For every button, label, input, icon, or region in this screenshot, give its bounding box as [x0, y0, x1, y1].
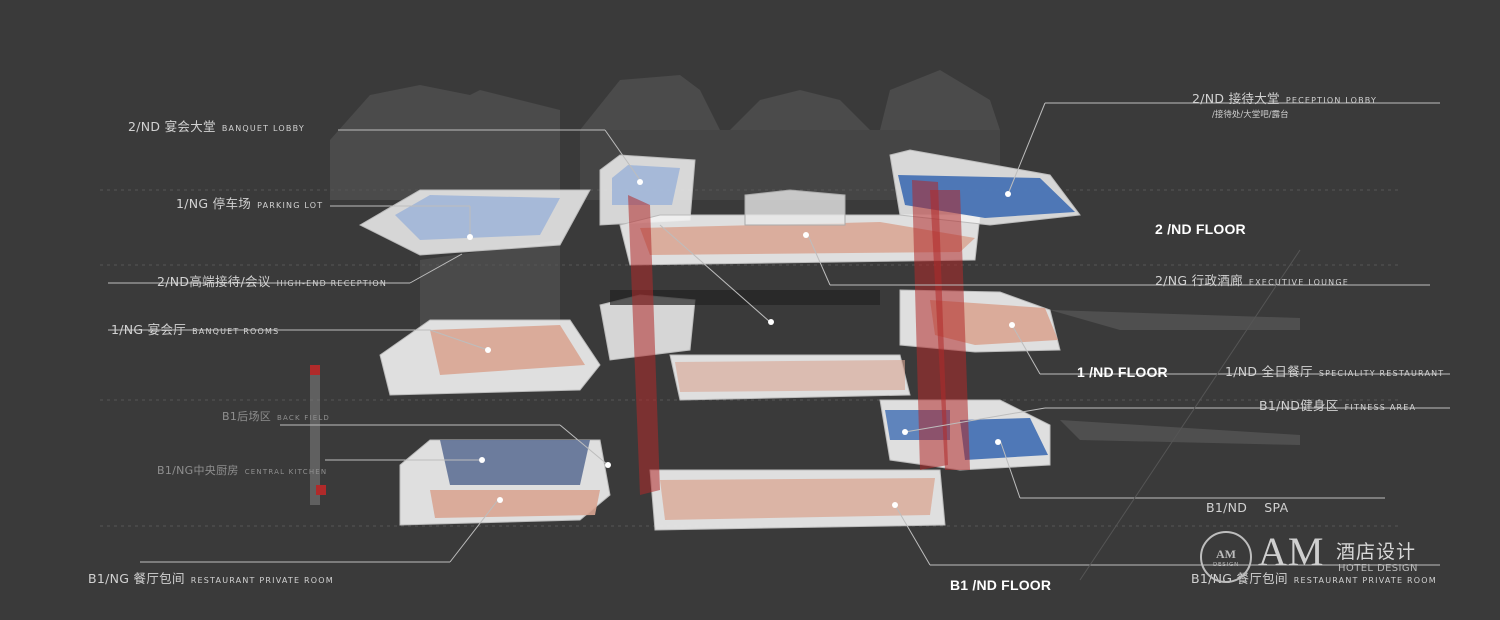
callout-dot-spa: [995, 439, 1001, 445]
vertical-core: [930, 190, 970, 470]
zone-parking: [395, 195, 560, 240]
zone-banquet-rooms: [430, 325, 585, 375]
leader-line: [559, 424, 609, 466]
leader-line: [659, 224, 771, 323]
leader-line: [894, 504, 931, 566]
am-hotel-design-logo: AM DESIGN AM 酒店设计 HOTEL DESIGN: [1200, 528, 1460, 588]
callout-dot-private-right: [892, 502, 898, 508]
callout-dot-back-field: [605, 462, 611, 468]
zone-spa: [960, 418, 1048, 460]
floor-title-1st: 1 /ND FLOOR: [1077, 364, 1168, 380]
roof-pavilion: [744, 189, 846, 226]
label-reception-lobby-sub: /接待处/大堂吧/露台: [1212, 110, 1289, 120]
ghost-building: [880, 70, 1000, 130]
zone-private-room-left: [430, 490, 600, 518]
callout-dot-private-left: [497, 497, 503, 503]
leader-line: [904, 407, 1046, 433]
section-gauge-cap: [316, 485, 326, 495]
slab-1f-dark: [610, 290, 880, 305]
callout-dot-parking: [467, 234, 473, 240]
section-gauge-cap: [310, 365, 320, 375]
vertical-core: [628, 195, 660, 495]
leader-line: [1011, 324, 1041, 375]
label-spa: B1/ND SPA: [1206, 500, 1289, 515]
logo-cn: 酒店设计: [1336, 541, 1417, 563]
logo-emblem-icon: AM DESIGN: [1200, 531, 1252, 583]
callout-dot-restaurant: [1009, 322, 1015, 328]
shadow-band: [1050, 310, 1300, 330]
floor-title-2nd: 2 /ND FLOOR: [1155, 221, 1246, 237]
leader-line: [449, 499, 499, 563]
callout-dot-banquet-lobby: [637, 179, 643, 185]
leader-line: [409, 253, 463, 284]
leader-line: [604, 129, 641, 181]
zone-2f-center: [640, 222, 975, 255]
leader-line: [1007, 102, 1046, 195]
ghost-column: [420, 240, 560, 330]
callout-dot-reception: [1005, 191, 1011, 197]
ghost-building: [580, 75, 720, 130]
ghost-building: [330, 85, 560, 200]
section-gauge: [310, 365, 320, 505]
ghost-building: [730, 90, 870, 130]
callout-dot-banquet-rooms: [485, 347, 491, 353]
callout-dot-lounge: [803, 232, 809, 238]
callout-dot-kitchen: [479, 457, 485, 463]
callout-dot-courtyard: [768, 319, 774, 325]
logo-en: HOTEL DESIGN: [1338, 563, 1418, 574]
leader-line: [999, 439, 1021, 499]
leader-line: [807, 234, 831, 286]
zone-b1-center: [660, 478, 935, 520]
logo-am: AM: [1258, 529, 1325, 574]
zone-1f-front: [675, 360, 905, 392]
callout-dot-fitness: [902, 429, 908, 435]
shadow-band: [1060, 420, 1300, 445]
zone-banquet-lobby: [612, 165, 680, 205]
zone-central-kitchen: [440, 440, 590, 485]
leader-line: [429, 329, 489, 351]
diagonal-guide: [1079, 249, 1301, 581]
floor-title-b1: B1 /ND FLOOR: [950, 577, 1052, 593]
